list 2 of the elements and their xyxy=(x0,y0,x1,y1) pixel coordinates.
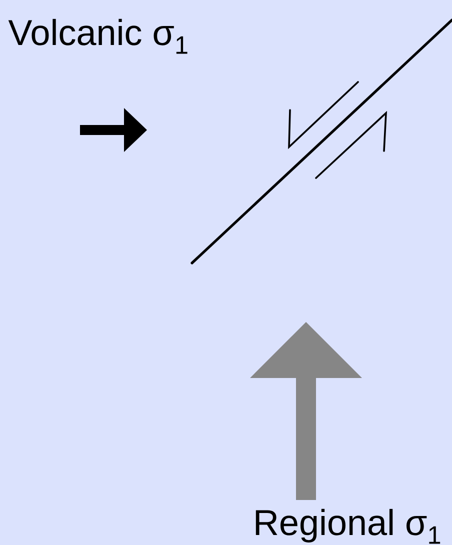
stress-label: Volcanic σ$_{1}$ xyxy=(8,18,188,54)
stress-label: Regional σ$_{1}$ xyxy=(256,508,440,544)
